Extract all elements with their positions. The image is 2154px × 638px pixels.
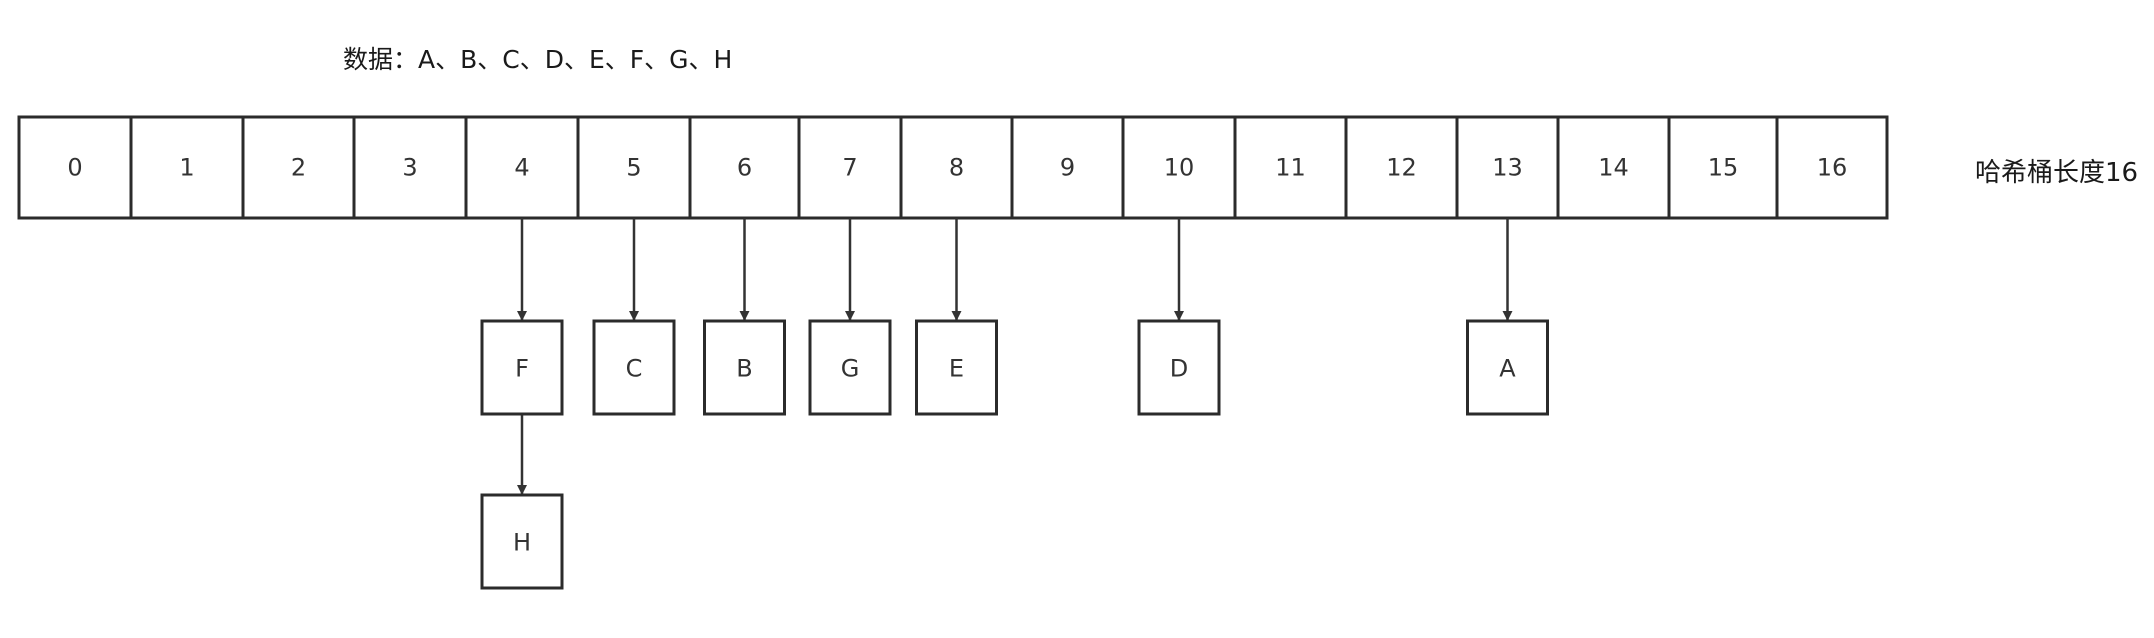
bucket-index-label: 7 [842, 154, 857, 182]
bucket-index-label: 14 [1598, 154, 1629, 182]
chain-node-box [1137, 319, 1221, 416]
bucket-index-label: 9 [1060, 154, 1075, 182]
bucket-index-label: 12 [1386, 154, 1417, 182]
chain-node-A: A [1466, 319, 1549, 416]
bucket-cell-13: 13 [1455, 115, 1560, 220]
chain-node-label: B [736, 355, 752, 383]
bucket-cell-2: 2 [241, 115, 356, 220]
bucket-index-label: 0 [67, 154, 82, 182]
chain-node-label: E [949, 355, 964, 383]
bucket-cell-box [1010, 115, 1125, 220]
bucket-index-label: 1 [179, 154, 194, 182]
bucket-cell-7: 7 [797, 115, 903, 220]
bucket-cell-4: 4 [464, 115, 580, 220]
chain-node-B: B [703, 319, 786, 416]
bucket-index-label: 3 [402, 154, 417, 182]
chain-node-box [1466, 319, 1549, 416]
chain-links [517, 218, 1513, 495]
bucket-cell-box [1775, 115, 1889, 220]
chain-node-label: A [1499, 355, 1516, 383]
bucket-cell-12: 12 [1344, 115, 1459, 220]
chain-node-box [808, 319, 892, 416]
chain-node-box [592, 319, 676, 416]
chain-node-E: E [915, 319, 998, 416]
bucket-index-label: 11 [1275, 154, 1306, 182]
chain-node-box [915, 319, 998, 416]
chain-node-box [703, 319, 786, 416]
bucket-cell-8: 8 [899, 115, 1014, 220]
chain-node-H: H [480, 493, 564, 590]
bucket-cell-16: 16 [1775, 115, 1889, 220]
bucket-cell-6: 6 [688, 115, 801, 220]
bucket-cell-10: 10 [1121, 115, 1237, 220]
bucket-cell-1: 1 [129, 115, 245, 220]
bucket-cell-9: 9 [1010, 115, 1125, 220]
bucket-cell-11: 11 [1233, 115, 1348, 220]
bucket-length-label: 哈希桶长度16 [1975, 158, 2139, 188]
bucket-index-label: 16 [1817, 154, 1848, 182]
chain-node-box [480, 319, 564, 416]
bucket-index-label: 5 [626, 154, 641, 182]
bucket-cell-box [17, 115, 133, 220]
bucket-cell-box [576, 115, 692, 220]
data-title: 数据：A、B、C、D、E、F、G、H [343, 45, 733, 74]
chain-node-box [480, 493, 564, 590]
bucket-cell-15: 15 [1667, 115, 1779, 220]
bucket-index-label: 15 [1708, 154, 1739, 182]
chain-node-label: F [515, 355, 529, 383]
bucket-cell-5: 5 [576, 115, 692, 220]
chain-node-D: D [1137, 319, 1221, 416]
bucket-index-label: 6 [737, 154, 752, 182]
bucket-cell-box [1233, 115, 1348, 220]
bucket-index-label: 2 [291, 154, 306, 182]
bucket-index-label: 13 [1492, 154, 1523, 182]
bucket-index-label: 10 [1164, 154, 1195, 182]
chain-node-label: G [841, 355, 860, 383]
bucket-cell-box [352, 115, 468, 220]
bucket-cell-3: 3 [352, 115, 468, 220]
bucket-cell-box [688, 115, 801, 220]
chain-nodes: F H C B G E D A [480, 319, 1549, 590]
chain-node-G: G [808, 319, 892, 416]
bucket-index-label: 4 [514, 154, 529, 182]
bucket-cell-box [797, 115, 903, 220]
bucket-cell-14: 14 [1556, 115, 1671, 220]
chain-node-label: D [1170, 355, 1188, 383]
chain-node-C: C [592, 319, 676, 416]
bucket-cell-box [1455, 115, 1560, 220]
chain-node-F: F [480, 319, 564, 416]
bucket-cell-box [464, 115, 580, 220]
bucket-cell-0: 0 [17, 115, 133, 220]
bucket-index-label: 8 [949, 154, 964, 182]
chain-node-label: C [626, 355, 643, 383]
chain-node-label: H [513, 529, 531, 557]
bucket-cell-box [1344, 115, 1459, 220]
